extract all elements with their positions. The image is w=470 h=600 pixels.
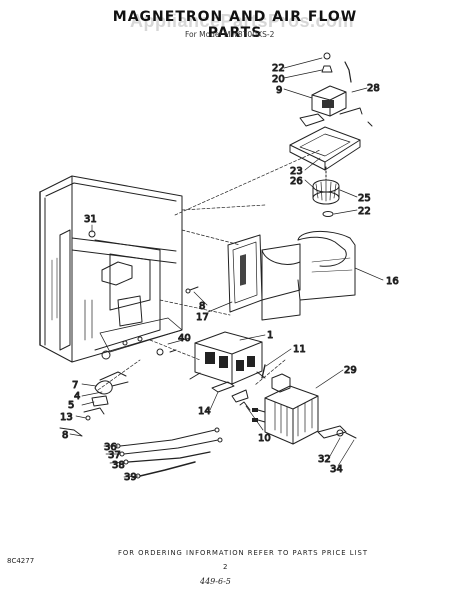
diagram-title: MAGNETRON AND AIR FLOW PARTS: [112, 9, 358, 41]
callout-7: 7: [72, 380, 78, 391]
callout-9: 9: [276, 85, 282, 96]
callout-22-top: 22: [272, 63, 285, 74]
callout-31: 31: [84, 214, 97, 225]
wire-harnesses: [115, 427, 223, 479]
wire-connectors: [211, 364, 266, 411]
callout-38: 38: [112, 460, 125, 471]
air-guide-gasket: [227, 234, 263, 313]
callout-36: 36: [104, 442, 117, 453]
callout-28: 28: [367, 83, 380, 94]
callout-29: 29: [344, 365, 357, 376]
callout-labels: 22 20 9 28 23 26 25 22 16 31 8 17 1 40 1…: [60, 63, 400, 484]
callout-25: 25: [358, 193, 371, 204]
callout-1: 1: [267, 330, 273, 341]
handwritten-note: 449-6-5: [200, 577, 231, 586]
callout-20: 20: [272, 74, 285, 85]
callout-8-upper: 8: [199, 301, 205, 312]
page-number: 2: [223, 563, 228, 571]
ordering-note: FOR ORDERING INFORMATION REFER TO PARTS …: [118, 549, 369, 557]
callout-39: 39: [124, 472, 137, 483]
screws: [169, 286, 199, 353]
callout-22-bottom: 22: [358, 206, 371, 217]
chassis-cabinet: [39, 175, 183, 363]
air-duct: [261, 231, 356, 321]
callout-17: 17: [196, 312, 209, 323]
magnetron: [252, 373, 319, 445]
callout-4: 4: [74, 391, 80, 402]
document-code: 8C4277: [7, 557, 35, 565]
callout-32: 32: [318, 454, 331, 465]
callout-34: 34: [330, 464, 343, 475]
thermal-cutout: [317, 425, 357, 439]
callout-26: 26: [290, 176, 303, 187]
callout-37: 37: [108, 450, 121, 461]
motor-bracket-plate: [289, 126, 361, 171]
high-voltage-transformer: [189, 331, 266, 385]
capacitor-diode-assembly: [59, 371, 129, 437]
callout-10: 10: [258, 433, 271, 444]
fan-blade: [312, 166, 340, 217]
callout-23: 23: [290, 166, 303, 177]
callout-13: 13: [60, 412, 73, 423]
fan-motor-assembly: [299, 52, 373, 127]
callout-leader-lines: [69, 57, 384, 478]
callout-40: 40: [178, 333, 191, 344]
watermark: AppliancePartsPros.com: [129, 11, 355, 31]
model-subtitle: For Model MW8700XS-2: [185, 30, 275, 39]
callout-11: 11: [293, 344, 306, 355]
callout-8-lower: 8: [62, 430, 68, 441]
callout-14: 14: [198, 406, 211, 417]
assembly-leader-lines: [97, 149, 321, 391]
callout-5: 5: [68, 400, 74, 411]
callout-16: 16: [386, 276, 399, 287]
